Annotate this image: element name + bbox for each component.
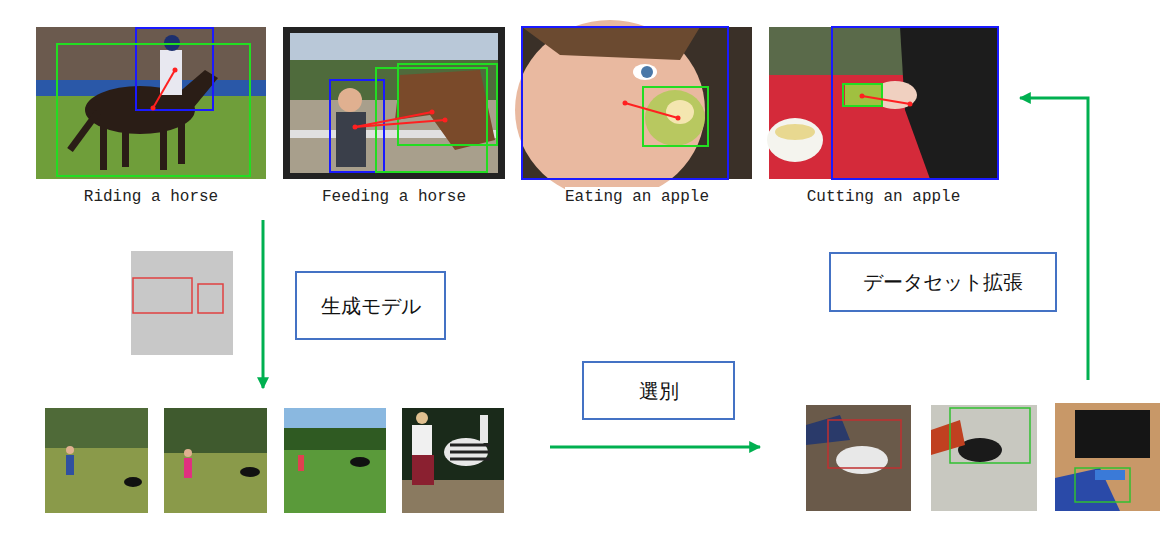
- box-label: 選別: [639, 378, 679, 404]
- image-caption: Feeding a horse: [322, 187, 466, 210]
- box-label: 生成モデル: [321, 293, 421, 319]
- layout-mask: [131, 251, 233, 355]
- box-label: データセット拡張: [863, 269, 1023, 295]
- photo-feeding: [283, 27, 505, 179]
- image-caption: Eating an apple: [565, 187, 709, 210]
- label-box: 選別: [582, 361, 735, 420]
- label-box: 生成モデル: [295, 271, 446, 340]
- flow-arrows: [263, 98, 1088, 447]
- photo-panel: Cutting an apple: [769, 27, 998, 210]
- label-box: データセット拡張: [829, 252, 1057, 312]
- photo-panel: Feeding a horse: [283, 27, 505, 210]
- photo-riding: [36, 27, 266, 179]
- image-caption: Cutting an apple: [807, 187, 961, 210]
- photo-panel: Riding a horse: [36, 27, 266, 210]
- generated-images: [45, 408, 504, 513]
- photo-panel: Eating an apple: [522, 27, 752, 210]
- photo-cutting: [767, 27, 998, 179]
- photo-eating: [515, 20, 752, 200]
- image-caption: Riding a horse: [84, 187, 218, 210]
- selected-images: [806, 403, 1160, 511]
